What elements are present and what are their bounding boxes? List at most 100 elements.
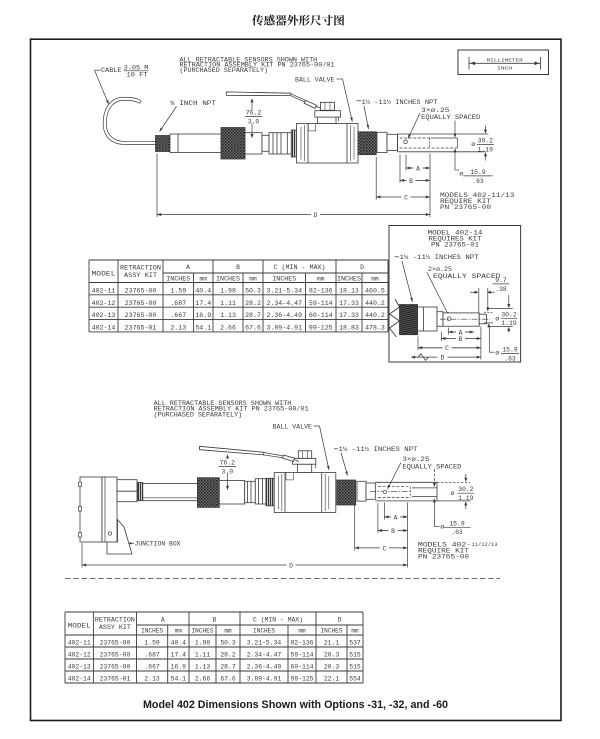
svg-text:76.2: 76.2 bbox=[246, 110, 262, 117]
svg-text:3.21-5.34: 3.21-5.34 bbox=[247, 639, 282, 646]
svg-text:67.6: 67.6 bbox=[245, 325, 261, 332]
svg-text:402-11: 402-11 bbox=[92, 288, 116, 295]
svg-text:BALL VALVE: BALL VALVE bbox=[295, 76, 335, 83]
svg-text:¾ INCH NPT: ¾ INCH NPT bbox=[170, 100, 216, 107]
svg-text:2.13: 2.13 bbox=[170, 325, 186, 332]
svg-text:30.2: 30.2 bbox=[501, 311, 517, 318]
svg-text:RETRACTION: RETRACTION bbox=[95, 617, 135, 624]
svg-text:ø: ø bbox=[495, 350, 499, 358]
svg-text:.63: .63 bbox=[451, 529, 463, 536]
svg-text:21.1: 21.1 bbox=[324, 639, 340, 646]
svg-text:INCHES: INCHES bbox=[337, 276, 361, 283]
svg-text:(PURCHASED SEPARATELY): (PURCHASED SEPARATELY) bbox=[154, 411, 243, 418]
svg-text:2.66: 2.66 bbox=[195, 675, 211, 682]
svg-text:440.2: 440.2 bbox=[365, 300, 385, 307]
svg-text:22.1: 22.1 bbox=[324, 675, 340, 682]
svg-text:515: 515 bbox=[349, 663, 361, 670]
svg-text:mm: mm bbox=[317, 276, 325, 283]
svg-text:CABLE: CABLE bbox=[101, 67, 122, 74]
svg-text:60-114: 60-114 bbox=[309, 312, 333, 319]
svg-text:mm: mm bbox=[175, 628, 183, 635]
svg-text:.667: .667 bbox=[170, 312, 186, 319]
svg-text:2×ø.25: 2×ø.25 bbox=[428, 266, 452, 273]
svg-text:76.2: 76.2 bbox=[220, 459, 236, 466]
svg-text:B: B bbox=[213, 616, 217, 623]
svg-text:PN 23765-01: PN 23765-01 bbox=[431, 242, 479, 249]
svg-text:30.2: 30.2 bbox=[458, 486, 474, 493]
svg-text:402-13: 402-13 bbox=[92, 312, 116, 319]
svg-text:.687: .687 bbox=[170, 300, 186, 307]
svg-text:INCHES: INCHES bbox=[216, 276, 240, 283]
svg-text:17.33: 17.33 bbox=[339, 300, 359, 307]
svg-text:A: A bbox=[161, 616, 165, 623]
svg-text:mm: mm bbox=[351, 628, 359, 635]
svg-text:16.9: 16.9 bbox=[195, 312, 211, 319]
svg-text:C: C bbox=[404, 194, 408, 201]
svg-text:28.2: 28.2 bbox=[220, 651, 236, 658]
svg-text:478.3: 478.3 bbox=[365, 325, 385, 332]
svg-text:ø: ø bbox=[440, 524, 444, 532]
svg-text:REQUIRE KIT: REQUIRE KIT bbox=[440, 198, 491, 205]
svg-text:EQUALLY SPACED: EQUALLY SPACED bbox=[433, 273, 501, 280]
svg-text:A: A bbox=[394, 514, 398, 521]
svg-text:2.13: 2.13 bbox=[144, 675, 160, 682]
svg-text:1.13: 1.13 bbox=[195, 663, 211, 670]
svg-text:D: D bbox=[440, 354, 444, 361]
svg-text:23765-00: 23765-00 bbox=[100, 663, 131, 670]
svg-text:537: 537 bbox=[349, 639, 361, 646]
svg-text:54.1: 54.1 bbox=[195, 325, 211, 332]
svg-text:.687: .687 bbox=[144, 651, 160, 658]
svg-text:2.66: 2.66 bbox=[220, 325, 236, 332]
svg-text:ø: ø bbox=[471, 141, 475, 149]
svg-text:17.4: 17.4 bbox=[195, 300, 211, 307]
svg-text:23765-01: 23765-01 bbox=[125, 325, 157, 332]
svg-text:99-125: 99-125 bbox=[290, 675, 313, 682]
svg-text:ø: ø bbox=[451, 490, 455, 498]
svg-text:MODELS 402-11/13: MODELS 402-11/13 bbox=[440, 192, 515, 199]
svg-text:82-136: 82-136 bbox=[309, 288, 333, 295]
svg-text:402-14: 402-14 bbox=[92, 325, 116, 332]
svg-text:1¼ -11½ INCHES NPT: 1¼ -11½ INCHES NPT bbox=[400, 254, 479, 261]
svg-text:C: C bbox=[383, 545, 387, 552]
svg-text:2.34-4.47: 2.34-4.47 bbox=[247, 651, 282, 658]
svg-text:A: A bbox=[459, 329, 463, 336]
svg-text:.667: .667 bbox=[144, 663, 160, 670]
svg-text:MODEL: MODEL bbox=[68, 623, 91, 630]
svg-text:D: D bbox=[338, 616, 342, 623]
svg-text:82-136: 82-136 bbox=[290, 639, 313, 646]
svg-text:60-114: 60-114 bbox=[290, 663, 313, 670]
svg-text:30.2: 30.2 bbox=[478, 137, 494, 144]
svg-text:59-114: 59-114 bbox=[309, 300, 333, 307]
svg-text:440.2: 440.2 bbox=[365, 312, 385, 319]
svg-text:1.59: 1.59 bbox=[144, 639, 160, 646]
svg-text:INCHES: INCHES bbox=[192, 628, 214, 635]
svg-text:23765-00: 23765-00 bbox=[125, 300, 157, 307]
svg-text:ASSY KIT: ASSY KIT bbox=[99, 624, 131, 631]
svg-text:20.3: 20.3 bbox=[324, 663, 340, 670]
svg-text:1.11: 1.11 bbox=[195, 651, 211, 658]
svg-text:3.0: 3.0 bbox=[222, 468, 234, 475]
svg-text:59-114: 59-114 bbox=[290, 651, 313, 658]
svg-text:23765-00: 23765-00 bbox=[100, 639, 131, 646]
svg-text:Model 402 Dimensions Shown wit: Model 402 Dimensions Shown with Options … bbox=[143, 699, 448, 711]
svg-text:INCHES: INCHES bbox=[166, 276, 190, 283]
svg-text:554: 554 bbox=[349, 675, 361, 682]
svg-text:1¼ -11½ INCHES NPT: 1¼ -11½ INCHES NPT bbox=[338, 446, 417, 453]
svg-text:3×ø.25: 3×ø.25 bbox=[421, 107, 450, 114]
svg-text:11/12/13: 11/12/13 bbox=[472, 542, 498, 548]
svg-text:INCHES: INCHES bbox=[321, 628, 343, 635]
svg-text:9.7: 9.7 bbox=[495, 277, 507, 284]
svg-text:.63: .63 bbox=[504, 355, 516, 362]
svg-text:28.7: 28.7 bbox=[245, 312, 261, 319]
svg-text:.38: .38 bbox=[495, 286, 507, 293]
svg-text:15.9: 15.9 bbox=[449, 520, 465, 527]
svg-text:28.2: 28.2 bbox=[245, 300, 261, 307]
svg-text:mm: mm bbox=[298, 628, 306, 635]
svg-text:20.3: 20.3 bbox=[324, 651, 340, 658]
svg-text:10 FT: 10 FT bbox=[127, 72, 148, 79]
svg-text:INCHES: INCHES bbox=[272, 276, 296, 283]
svg-text:402-13: 402-13 bbox=[68, 663, 91, 670]
svg-text:mm: mm bbox=[371, 276, 379, 283]
svg-text:1.98: 1.98 bbox=[195, 639, 211, 646]
svg-text:99-125: 99-125 bbox=[309, 325, 333, 332]
